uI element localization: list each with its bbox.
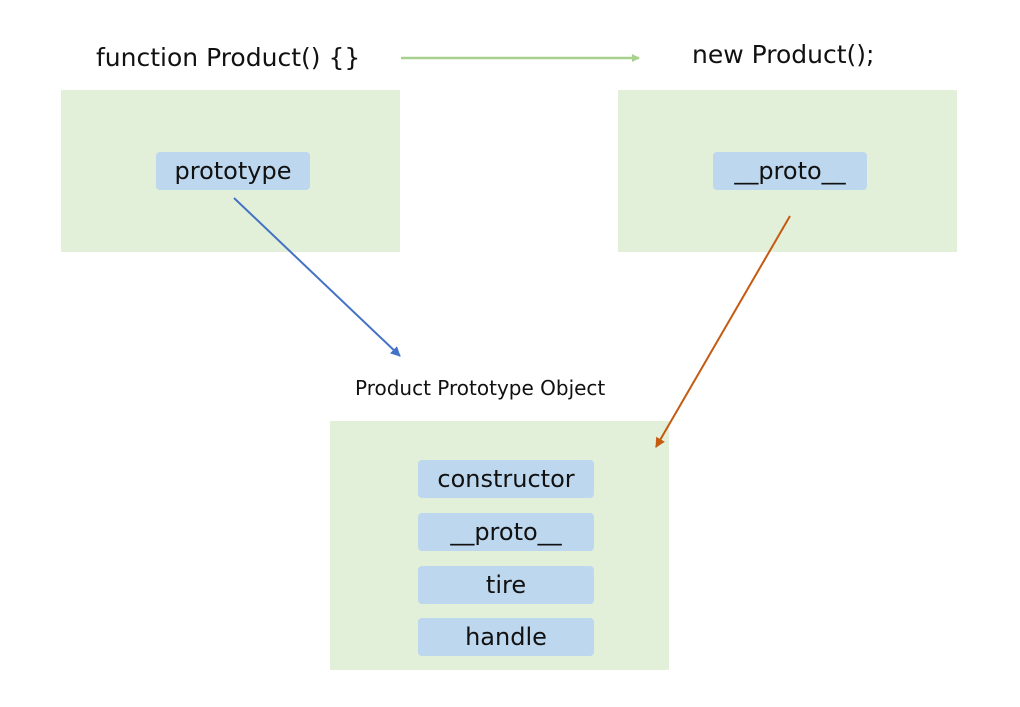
constructor-property: constructor	[418, 460, 594, 498]
instance-proto-property: __proto__	[713, 152, 867, 190]
instance-expression-label: new Product();	[692, 40, 875, 69]
handle-property: handle	[418, 618, 594, 656]
constructor-function-label: function Product() {}	[96, 43, 361, 72]
prototype-proto-property: __proto__	[418, 513, 594, 551]
prototype-object-title: Product Prototype Object	[355, 376, 606, 400]
tire-property: tire	[418, 566, 594, 604]
prototype-property: prototype	[156, 152, 310, 190]
